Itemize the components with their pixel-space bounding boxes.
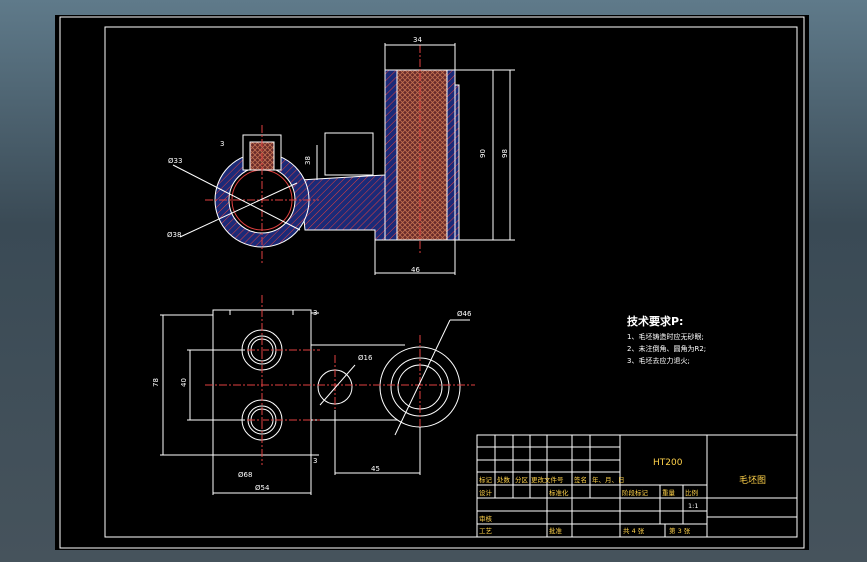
sheet-number: 第 3 张 [669, 526, 691, 535]
hdr-date: 年、月、日 [592, 475, 625, 484]
tech-req-item-1: 1、毛坯铸造时应无砂眼; [627, 332, 704, 341]
weight-label: 重量 [662, 489, 676, 497]
dim-dia-16: Ø16 [358, 354, 373, 362]
scale-label: 比例 [685, 488, 698, 497]
row-approve: 批准 [549, 526, 563, 535]
dim-3a: 3 [313, 309, 317, 317]
dim-dia-33: Ø33 [168, 157, 182, 165]
dim-top-width: 34 [413, 36, 422, 44]
title-block-text: HT200 毛坯图 标记 处数 分区 更改文件号 签名 年、月、日 设计 标准化… [479, 458, 766, 535]
dim-height-90: 90 [479, 149, 487, 158]
drawing-viewport[interactable]: 34 90 98 46 Ø33 Ø38 3 38 [55, 15, 809, 550]
row-standard: 标准化 [549, 488, 569, 497]
dim-3: 3 [220, 140, 224, 148]
dim-dia-38: Ø38 [167, 231, 181, 239]
row-review: 审核 [479, 514, 493, 523]
dim-68: Ø68 [238, 471, 252, 479]
material-label: HT200 [653, 458, 683, 468]
tech-req-title: 技术要求P: [627, 314, 683, 328]
dim-54: Ø54 [255, 484, 270, 492]
hdr-zone: 分区 [515, 475, 529, 484]
drawing-sheet: 34 90 98 46 Ø33 Ø38 3 38 [59, 16, 805, 549]
title-block [476, 434, 798, 538]
dim-dia-46: Ø46 [457, 310, 472, 318]
outer-frame [59, 16, 805, 549]
technical-requirements: 技术要求P: 1、毛坯铸造时应无砂眼; 2、未注倒角、圆角为R2; 3、毛坯去应… [627, 314, 706, 365]
front-view: 34 90 98 46 Ø33 Ø38 3 38 [167, 36, 515, 275]
top-view: 78 40 Ø46 Ø16 45 Ø68 Ø54 3 3 [152, 295, 475, 495]
hdr-change-doc: 更改文件号 [531, 475, 564, 484]
part-name-label: 毛坯图 [739, 474, 766, 486]
dim-38: 38 [304, 156, 312, 165]
dim-78: 78 [152, 378, 160, 387]
tech-req-item-3: 3、毛坯去应力退火; [627, 356, 690, 365]
stage-label: 阶段标记 [622, 488, 649, 497]
hdr-count: 处数 [497, 475, 511, 484]
scale-value: 1:1 [688, 502, 698, 510]
dim-40: 40 [180, 378, 188, 387]
total-sheets: 共 4 张 [623, 526, 645, 535]
dim-height-98: 98 [501, 149, 509, 158]
row-design: 设计 [479, 488, 493, 497]
row-process: 工艺 [479, 527, 493, 535]
dim-45: 45 [371, 465, 380, 473]
inner-frame [104, 26, 798, 538]
hdr-mark: 标记 [479, 475, 493, 484]
tech-req-item-2: 2、未注倒角、圆角为R2; [627, 344, 706, 353]
dim-base-46: 46 [411, 266, 420, 274]
hdr-sign: 签名 [574, 475, 587, 484]
dim-3b: 3 [313, 457, 317, 465]
